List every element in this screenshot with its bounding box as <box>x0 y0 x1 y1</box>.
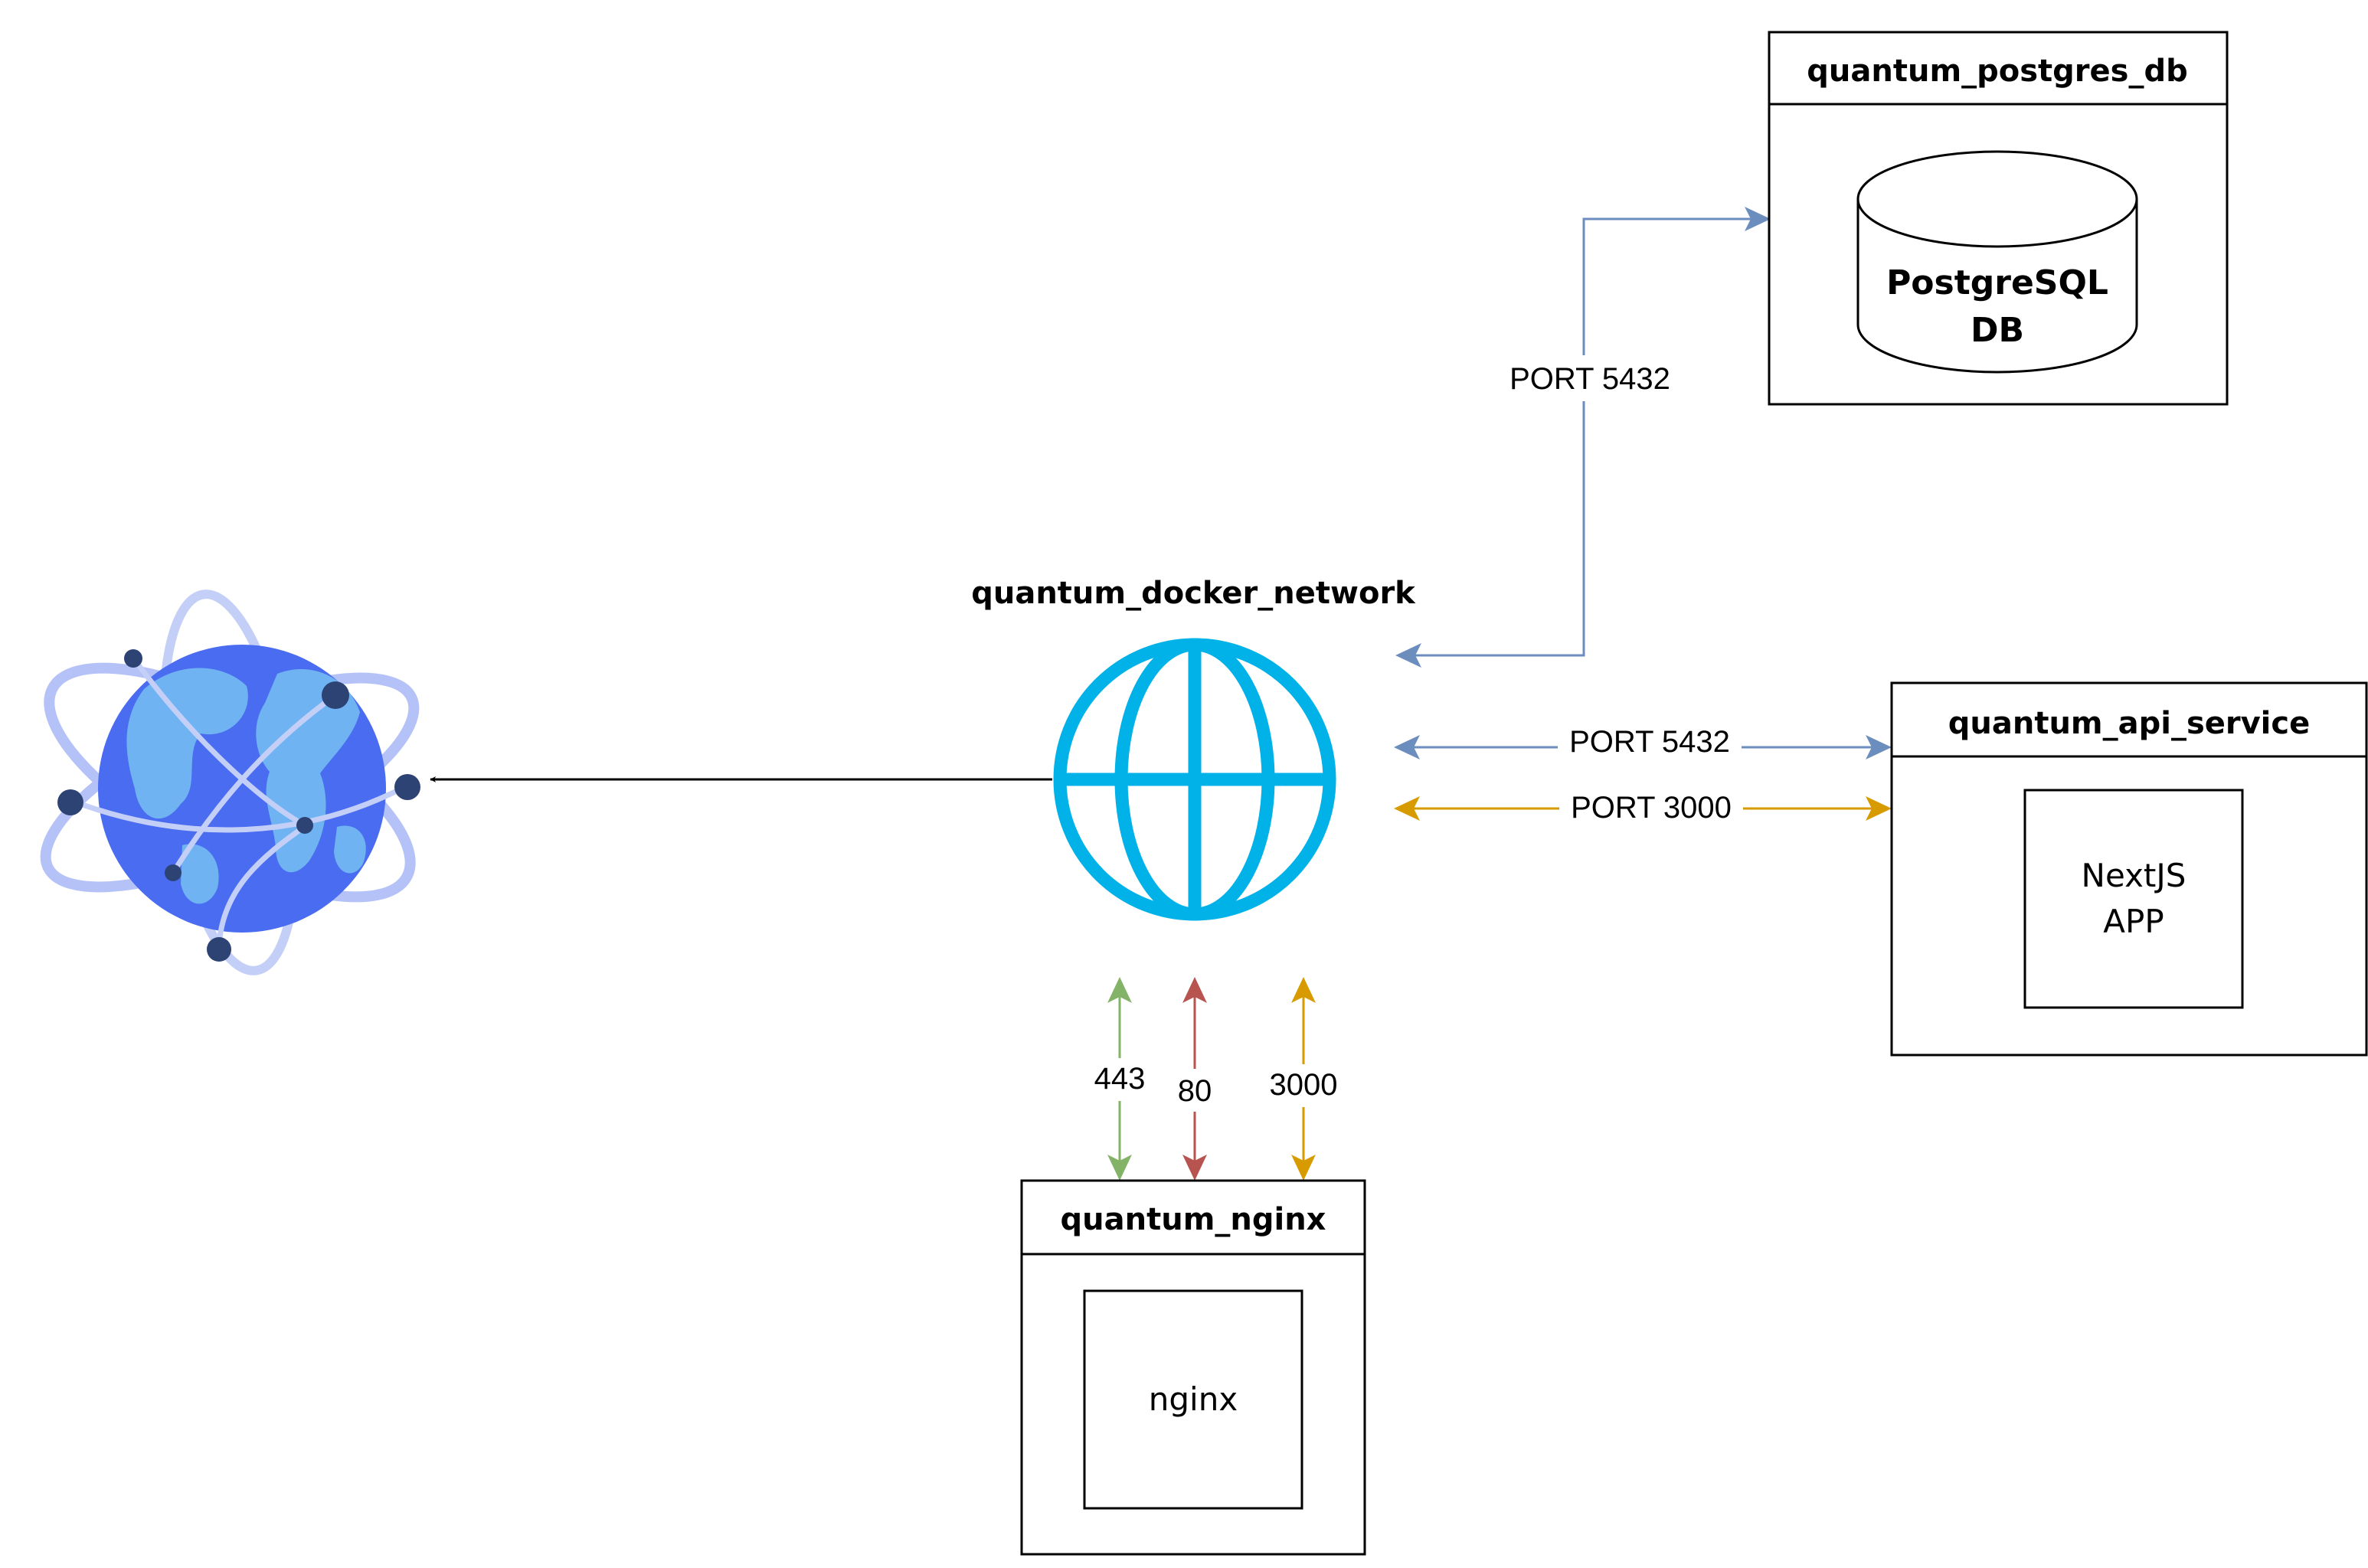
nginx-container: quantum_nginx nginx <box>1020 1179 1366 1556</box>
api-app-port-arrowhead-end <box>1866 796 1892 821</box>
postgres-link-arrowhead-end <box>1745 207 1771 231</box>
nginx-3000-arrowhead-top <box>1291 977 1316 1003</box>
api-container-title: quantum_api_service <box>1948 706 2310 741</box>
postgres-link-arrowhead-start <box>1395 643 1421 668</box>
nginx-inner-box <box>1083 1289 1303 1510</box>
nginx-443-arrowhead-bottom <box>1107 1155 1132 1181</box>
nginx-container-title: quantum_nginx <box>1061 1202 1326 1237</box>
nginx-80-label: 80 <box>1178 1074 1212 1108</box>
api-db-port-arrowhead-end <box>1866 735 1892 760</box>
network-title: quantum_docker_network <box>971 576 1416 611</box>
api-service-container: quantum_api_service NextJS APP <box>1890 681 2368 1057</box>
nginx-443-arrowhead-top <box>1107 977 1132 1003</box>
globe-network-icon <box>1053 638 1336 921</box>
postgres-container-title: quantum_postgres_db <box>1807 54 2187 89</box>
api-app-port-arrowhead-start <box>1394 796 1420 821</box>
nginx-443-label: 443 <box>1094 1062 1146 1096</box>
postgres-db-label-line1: PostgreSQL <box>1886 263 2108 302</box>
postgres-link-edge <box>1403 217 1766 657</box>
postgres-db-label-line2: DB <box>1971 311 2024 350</box>
api-db-port-arrowhead-start <box>1394 735 1420 760</box>
nextjs-app-box <box>2023 789 2244 1009</box>
nextjs-app-label-line1: NextJS <box>2082 857 2186 894</box>
nginx-inner-label: nginx <box>1149 1380 1238 1418</box>
api-db-port-label: PORT 5432 <box>1569 725 1730 759</box>
postgres-container: quantum_postgres_db PostgreSQL DB <box>1768 31 2229 406</box>
nginx-3000-label: 3000 <box>1270 1068 1338 1102</box>
postgres-port-label: PORT 5432 <box>1509 362 1670 396</box>
nextjs-app-label-line2: APP <box>2103 903 2164 940</box>
internet-globe-icon <box>40 590 420 975</box>
nginx-80-arrowhead-top <box>1182 977 1207 1003</box>
api-app-port-label: PORT 3000 <box>1571 791 1732 825</box>
nginx-3000-arrowhead-bottom <box>1291 1155 1316 1181</box>
nginx-80-arrowhead-bottom <box>1182 1155 1207 1181</box>
database-cylinder-icon <box>1856 150 2138 374</box>
